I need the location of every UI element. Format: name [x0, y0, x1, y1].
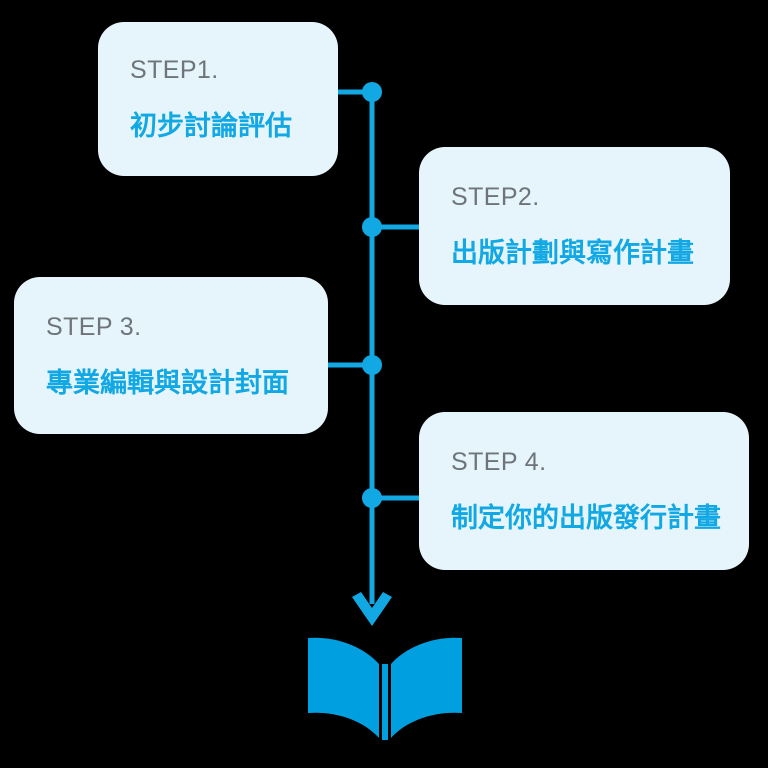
step-card-1-title: 初步討論評估: [130, 111, 292, 141]
connector-dot-step-3: [362, 355, 382, 375]
connector-dot-step-2: [362, 217, 382, 237]
step-card-3[interactable]: STEP 3. 專業編輯與設計封面: [14, 277, 328, 434]
step-card-4[interactable]: STEP 4. 制定你的出版發行計畫: [419, 412, 749, 570]
step-card-3-label: STEP 3.: [46, 312, 142, 341]
connector-dot-step-4: [362, 488, 382, 508]
down-arrow-icon: [352, 592, 392, 626]
step-card-2-label: STEP2.: [451, 183, 540, 211]
step-card-1-label: STEP1.: [130, 56, 219, 84]
step-card-2-title: 出版計劃與寫作計畫: [451, 238, 694, 268]
open-book-icon: [308, 637, 462, 740]
step-card-2[interactable]: STEP2. 出版計劃與寫作計畫: [419, 147, 730, 305]
step-card-1[interactable]: STEP1. 初步討論評估: [98, 22, 338, 176]
step-card-4-label: STEP 4.: [451, 448, 547, 476]
step-card-4-title: 制定你的出版發行計畫: [451, 503, 721, 533]
step-card-3-title: 專業編輯與設計封面: [46, 367, 289, 398]
connector-dot-step-1: [362, 82, 382, 102]
